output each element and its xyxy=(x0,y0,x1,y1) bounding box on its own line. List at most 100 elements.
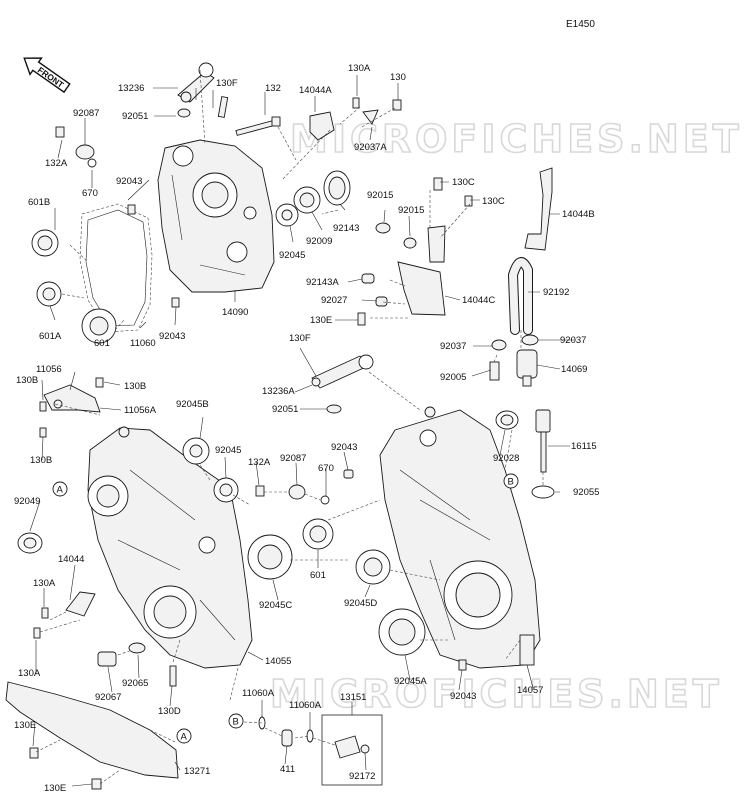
callout-92067: 92067 xyxy=(95,692,121,703)
cover-13271 xyxy=(5,681,179,790)
bearing-601-mid xyxy=(302,518,334,550)
callout-11056: 11056 xyxy=(36,364,62,375)
callout-130E-bl2: 130E xyxy=(44,783,66,794)
dipstick-16115 xyxy=(535,409,551,473)
ring-92143 xyxy=(323,170,351,206)
callout-130B-1: 130B xyxy=(16,375,38,386)
assembly-lines xyxy=(35,69,544,785)
callout-92028: 92028 xyxy=(493,453,519,464)
callout-92043-top: 92043 xyxy=(116,176,142,187)
bolts-130A-left xyxy=(33,607,49,639)
ref-circle-B1: B xyxy=(503,473,519,489)
ring-670-mid xyxy=(320,495,330,505)
callout-92037-l: 92037 xyxy=(440,341,466,352)
part-92087-top xyxy=(75,144,97,168)
callout-92143A: 92143A xyxy=(306,277,339,288)
watermark-bottom: MICROFICHES.NET xyxy=(270,672,723,716)
ref-circle-A1: A xyxy=(52,481,68,497)
o-ring-92055 xyxy=(531,485,555,499)
bearing-601-top xyxy=(81,308,117,344)
svg-text:A: A xyxy=(57,485,64,496)
callout-14044B: 14044B xyxy=(562,209,595,220)
callout-92055: 92055 xyxy=(573,487,599,498)
callout-92043-c: 92043 xyxy=(331,442,357,453)
washers-92015 xyxy=(375,222,417,249)
leader-lines xyxy=(29,75,575,787)
svg-text:B: B xyxy=(508,477,514,488)
callout-16115: 16115 xyxy=(571,441,597,452)
ref-circle-A2: A xyxy=(176,728,192,744)
callout-92065: 92065 xyxy=(122,678,148,689)
callout-670-top: 670 xyxy=(82,188,98,199)
callout-92043-mid: 92043 xyxy=(159,331,185,342)
callout-labels: 13236 130F 132 14044A 130A 130 92087 920… xyxy=(14,63,599,794)
callout-601A: 601A xyxy=(39,331,62,342)
callout-130C-1: 130C xyxy=(452,177,475,188)
pin-92043-top xyxy=(127,204,136,215)
callout-92027: 92027 xyxy=(321,295,347,306)
watermark-top: MICROFICHES.NET xyxy=(290,117,743,161)
callout-130A-top: 130A xyxy=(348,63,371,74)
callout-14044A: 14044A xyxy=(299,85,332,96)
callout-92051-mid: 92051 xyxy=(272,404,298,415)
bearing-92009 xyxy=(293,186,321,214)
callout-132A-top: 132A xyxy=(45,158,68,169)
bolt-132 xyxy=(235,116,281,136)
shift-arm-13236 xyxy=(177,62,229,118)
crankcase-right-14057 xyxy=(379,406,541,669)
bracket-14044C xyxy=(397,177,473,316)
bolt-132A-top xyxy=(55,126,65,138)
callout-601B: 601B xyxy=(28,197,50,208)
callout-14044C: 14044C xyxy=(462,295,495,306)
callout-92192: 92192 xyxy=(543,287,569,298)
bracket-11056-group xyxy=(39,377,104,438)
gasket-11060 xyxy=(79,203,153,333)
callout-14057: 14057 xyxy=(517,685,543,696)
ref-circle-B2: B xyxy=(228,713,244,729)
collars-92143A-92027 xyxy=(357,273,388,326)
callout-92015-2: 92015 xyxy=(398,205,424,216)
callout-92037A: 92037A xyxy=(354,142,387,153)
fitting-92005 xyxy=(489,361,500,381)
callout-130B-3: 130B xyxy=(30,455,52,466)
bearing-92045A xyxy=(378,608,426,656)
callout-130F-top: 130F xyxy=(216,78,238,89)
callout-92043-br: 92043 xyxy=(450,691,476,702)
spring-411 xyxy=(281,729,293,747)
callout-130F-mid: 130F xyxy=(289,333,311,344)
clamps-92037 xyxy=(491,334,539,351)
callout-670-mid: 670 xyxy=(318,463,334,474)
seal-92045-mid xyxy=(213,477,239,503)
callout-13151: 13151 xyxy=(340,692,366,703)
callout-92045D: 92045D xyxy=(344,598,377,609)
bracket-14044B xyxy=(524,167,553,251)
callout-411: 411 xyxy=(280,764,295,775)
svg-text:B: B xyxy=(233,717,239,728)
bearing-92045C xyxy=(247,534,293,580)
callout-92087-top: 92087 xyxy=(73,108,99,119)
seal-92045-top xyxy=(275,203,299,227)
front-arrow-icon: FRONT xyxy=(23,57,71,94)
callout-11056A: 11056A xyxy=(124,405,157,416)
plug-92067-group xyxy=(97,642,177,687)
bracket-14044A xyxy=(309,97,402,141)
callout-601-top: 601 xyxy=(94,338,110,349)
callout-132: 132 xyxy=(265,83,281,94)
crankcase-left-14055 xyxy=(87,426,253,669)
callout-92045-mid: 92045 xyxy=(215,445,241,456)
callout-132A-mid: 132A xyxy=(248,457,271,468)
bearing-601A xyxy=(36,281,62,307)
callout-11060A-2: 11060A xyxy=(289,700,322,711)
callout-601-mid: 601 xyxy=(310,570,326,581)
seal-601B xyxy=(31,229,59,257)
bearing-92045D xyxy=(355,549,391,585)
callout-92045B: 92045B xyxy=(176,399,209,410)
callout-14090: 14090 xyxy=(222,307,248,318)
callout-11060A-1: 11060A xyxy=(242,688,275,699)
callout-11060: 11060 xyxy=(130,338,156,349)
callout-130B-2: 130B xyxy=(124,381,146,392)
hose-92192 xyxy=(507,257,533,335)
pin-92043-c xyxy=(343,469,354,479)
callout-92045C: 92045C xyxy=(259,600,292,611)
callout-13236: 13236 xyxy=(118,83,144,94)
